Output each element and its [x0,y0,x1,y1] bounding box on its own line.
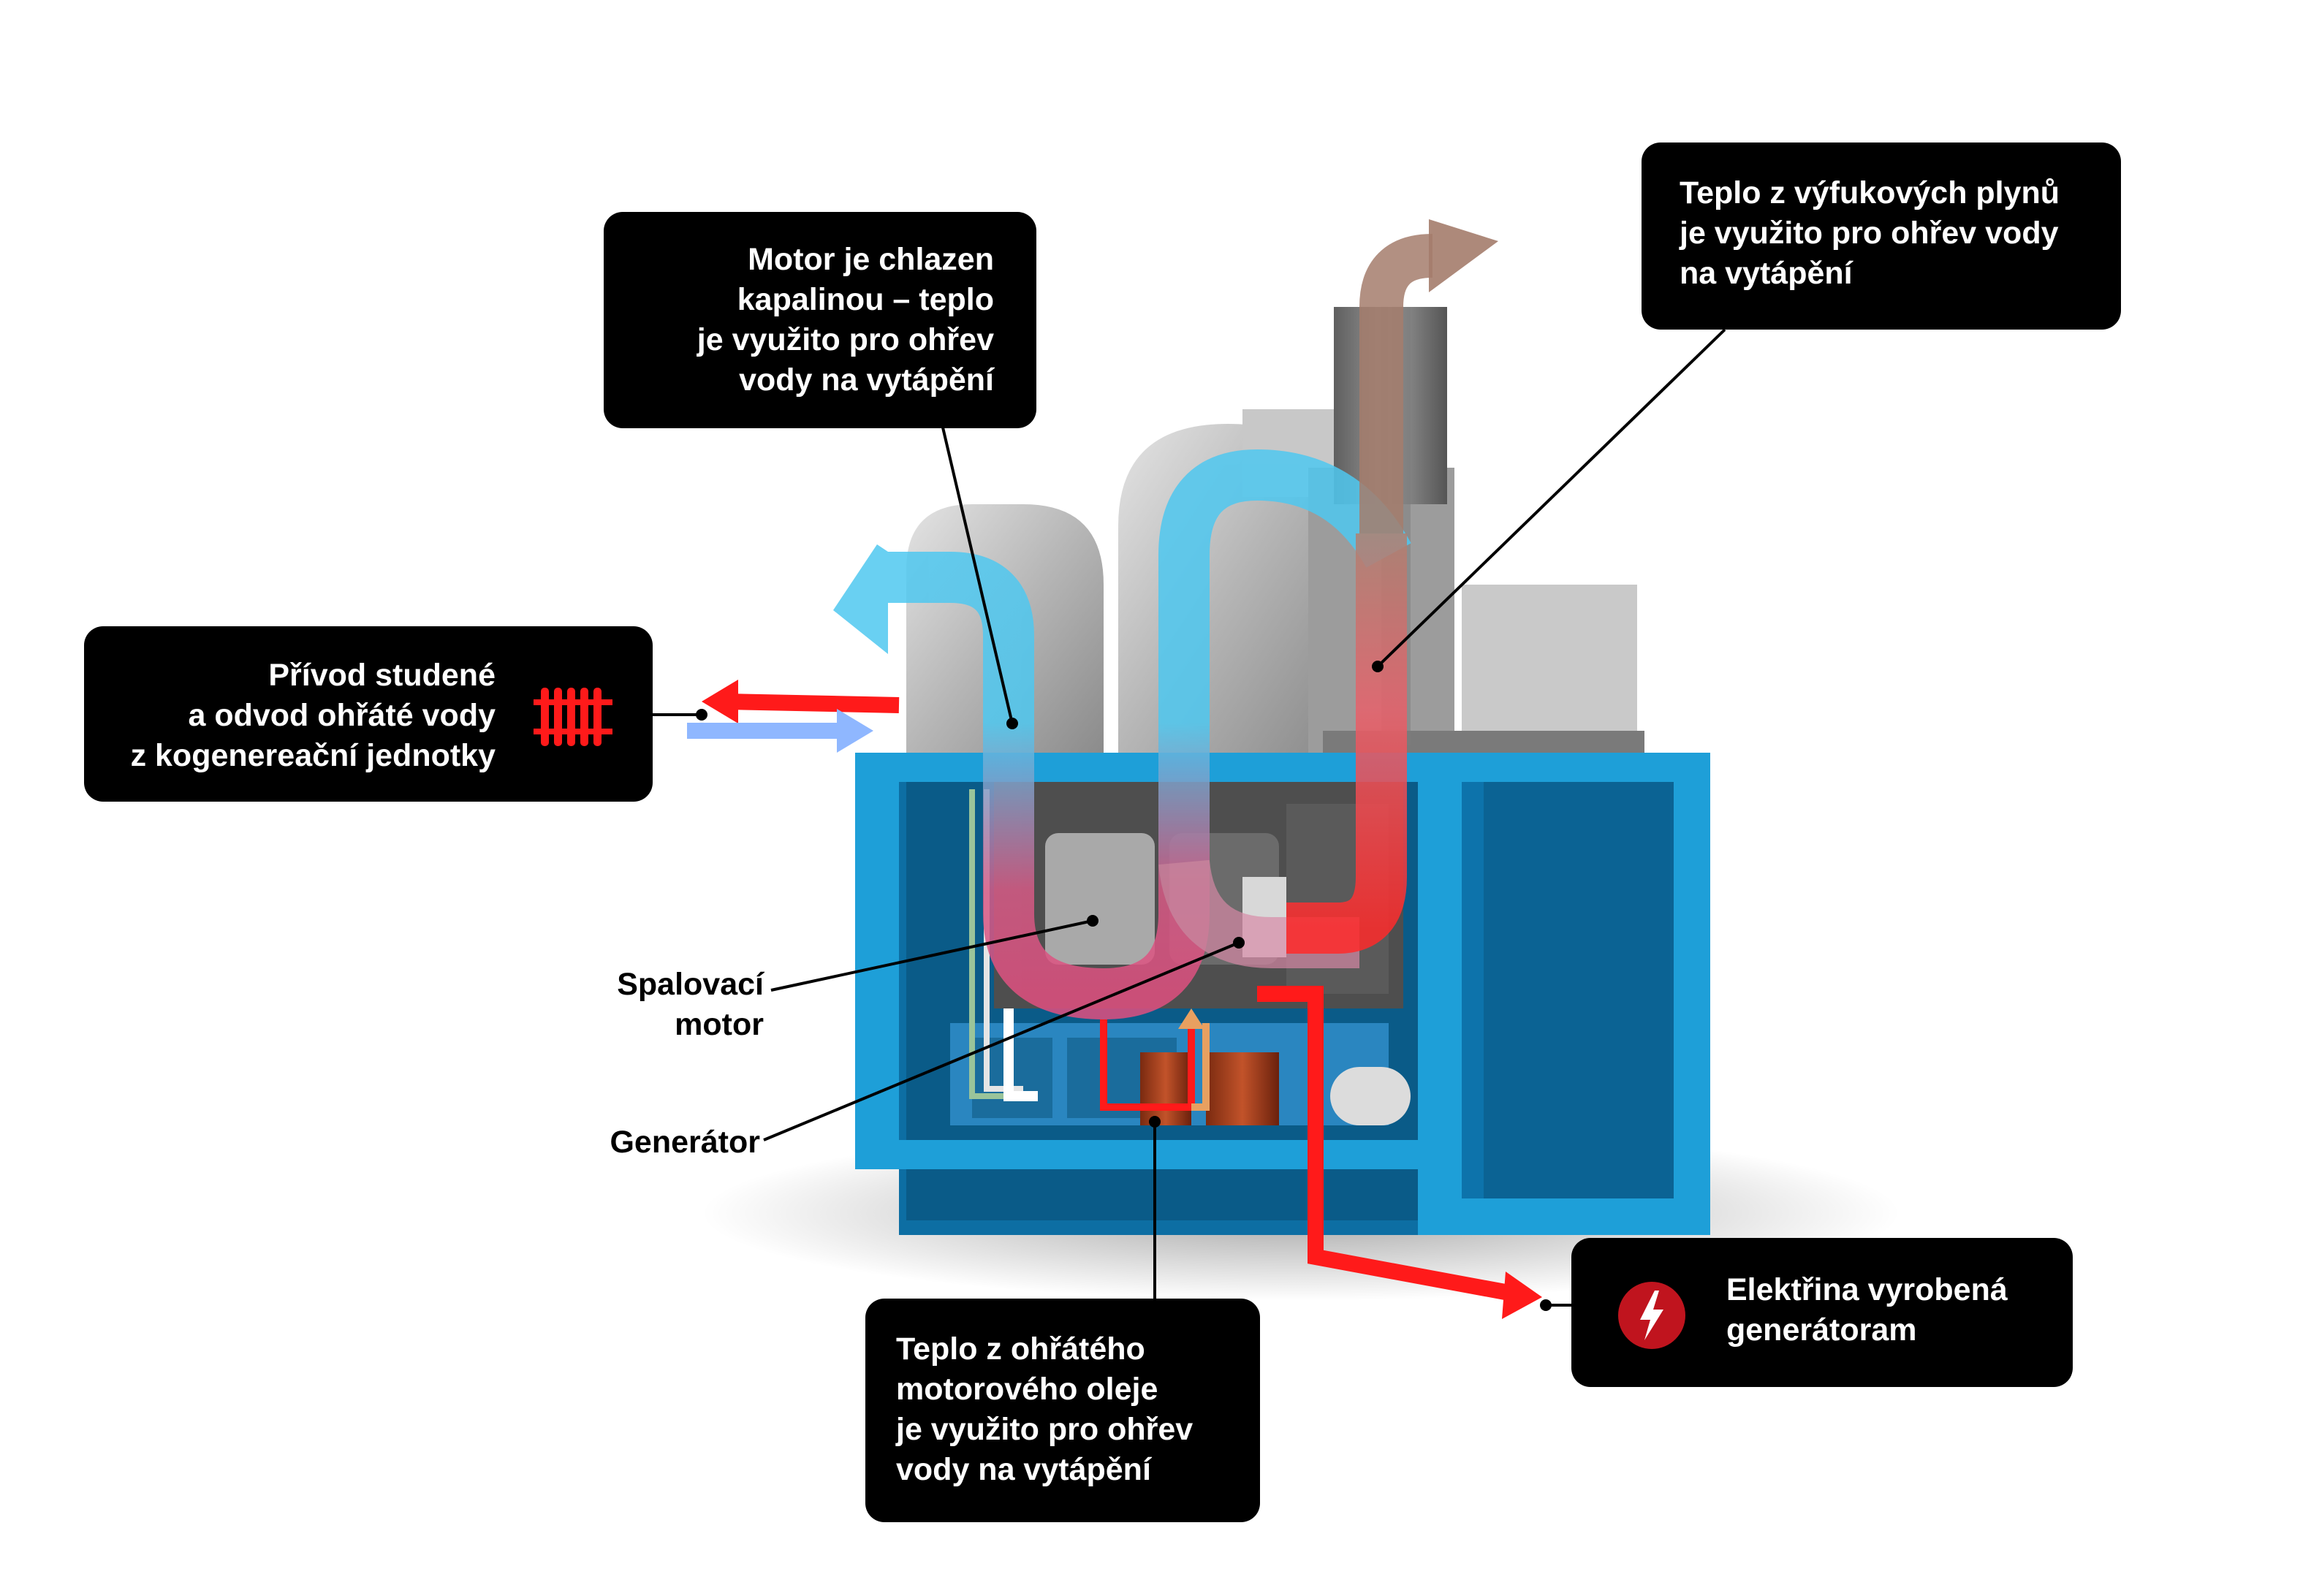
lightning-bolt-icon [1618,1282,1685,1349]
callout-coolant-heat-text: Motor je chlazen kapalinou – teplo je vy… [697,242,994,398]
oil-loop [1100,1008,1210,1111]
callout-exhaust-heat-text: Teplo z výfukových plynů je využito pro … [1680,175,2060,291]
leader-dots [696,661,1552,1311]
label-generator: Generátor [610,1125,760,1160]
radiator-icon [534,688,612,746]
callout-water-supply-text: Přívod studené a odvod ohřáté vody z kog… [130,658,496,773]
callout-exhaust-heat: Teplo z výfukových plynů je využito pro … [1642,142,2121,330]
callout-coolant-heat: Motor je chlazen kapalinou – teplo je vy… [604,212,1036,428]
coolant-flow [833,449,1411,1020]
hot-water-arrowhead [702,680,738,723]
callout-electricity-text: Elektřina vyrobená generátoram [1726,1272,2008,1348]
exhaust-flow [1286,219,1498,954]
label-combustion-engine: Spalovací motor [617,967,764,1042]
water-arrows [687,680,900,753]
leader-lines [653,328,1726,1307]
frame-front [855,753,1710,1235]
callout-oil-heat: Teplo z ohřátého motorového oleje je vyu… [865,1299,1260,1522]
electricity-flow [1257,986,1542,1319]
cold-water-arrowhead [837,709,873,753]
callout-oil-heat-text: Teplo z ohřátého motorového oleje je vyu… [896,1331,1194,1487]
